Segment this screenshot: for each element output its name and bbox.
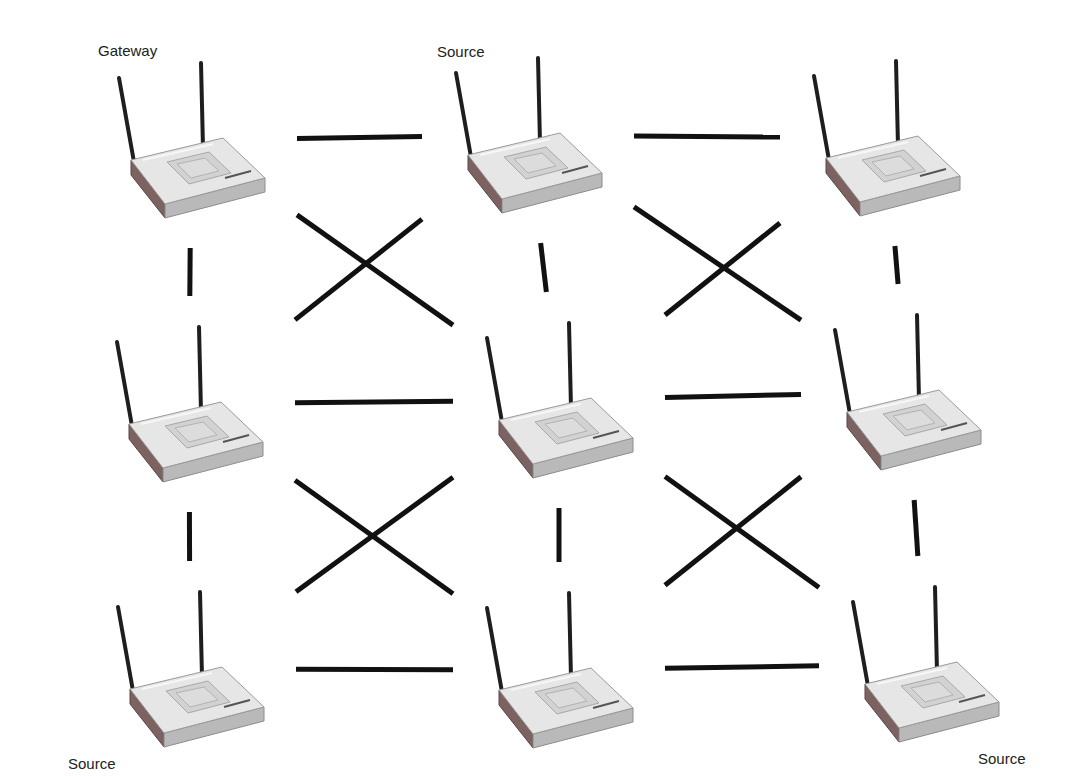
wireless-link [634, 207, 801, 320]
router-label: Source [978, 750, 1026, 767]
wireless-link [665, 223, 780, 315]
router-label: Source [68, 755, 116, 772]
wireless-link [297, 137, 422, 139]
wireless-link [634, 136, 780, 137]
router-illustration [112, 589, 268, 749]
router-illustration [450, 55, 606, 215]
wireless-link [557, 508, 562, 562]
mesh-router [481, 320, 637, 480]
mesh-router: Source [450, 55, 606, 215]
wireless-link [187, 248, 192, 296]
wireless-link [297, 215, 453, 325]
router-illustration [481, 590, 637, 750]
wireless-link [296, 477, 453, 591]
wireless-link [665, 477, 801, 586]
wireless-link [914, 500, 918, 556]
wireless-link [665, 666, 819, 669]
router-illustration [481, 320, 637, 480]
wireless-link [296, 667, 453, 672]
mesh-router [829, 312, 985, 472]
router-illustration [847, 584, 1003, 744]
wireless-link [895, 246, 898, 284]
mesh-router: Gateway [113, 60, 269, 220]
mesh-router [111, 324, 267, 484]
router-illustration [808, 58, 964, 218]
wireless-link [665, 476, 819, 587]
mesh-router [481, 590, 637, 750]
router-illustration [113, 60, 269, 220]
wireless-link [295, 401, 453, 403]
router-label: Gateway [98, 42, 157, 59]
wireless-link [665, 394, 801, 397]
wireless-link [295, 219, 422, 320]
mesh-router: Source [847, 584, 1003, 744]
mesh-router [808, 58, 964, 218]
mesh-router: Source [112, 589, 268, 749]
wireless-link [541, 243, 547, 292]
wireless-link [187, 512, 192, 561]
router-illustration [829, 312, 985, 472]
router-label: Source [437, 43, 485, 60]
router-illustration [111, 324, 267, 484]
